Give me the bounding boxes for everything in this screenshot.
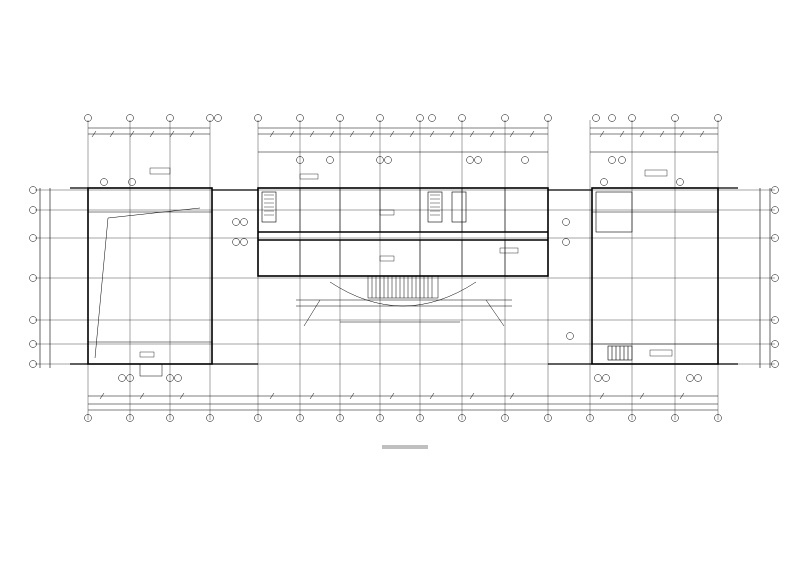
- top-dimension-lines: [88, 127, 718, 153]
- stair-hatch-icon: [264, 194, 440, 216]
- central-block-walls: [257, 187, 549, 277]
- right-wing-walls: [591, 187, 719, 365]
- connecting-corridors: [70, 187, 738, 365]
- title-underline: [382, 445, 428, 449]
- grid-lines: [35, 120, 775, 420]
- entrance-steps: [296, 275, 512, 327]
- bottom-dimension-lines: [88, 395, 718, 411]
- grid-bubble-icon: [29, 114, 779, 422]
- left-wing-interior: [88, 207, 212, 377]
- right-wing-interior: [592, 191, 718, 361]
- left-wing-walls: [87, 187, 213, 365]
- dimension-ticks: [91, 130, 705, 400]
- section-marker-icon: [139, 167, 673, 358]
